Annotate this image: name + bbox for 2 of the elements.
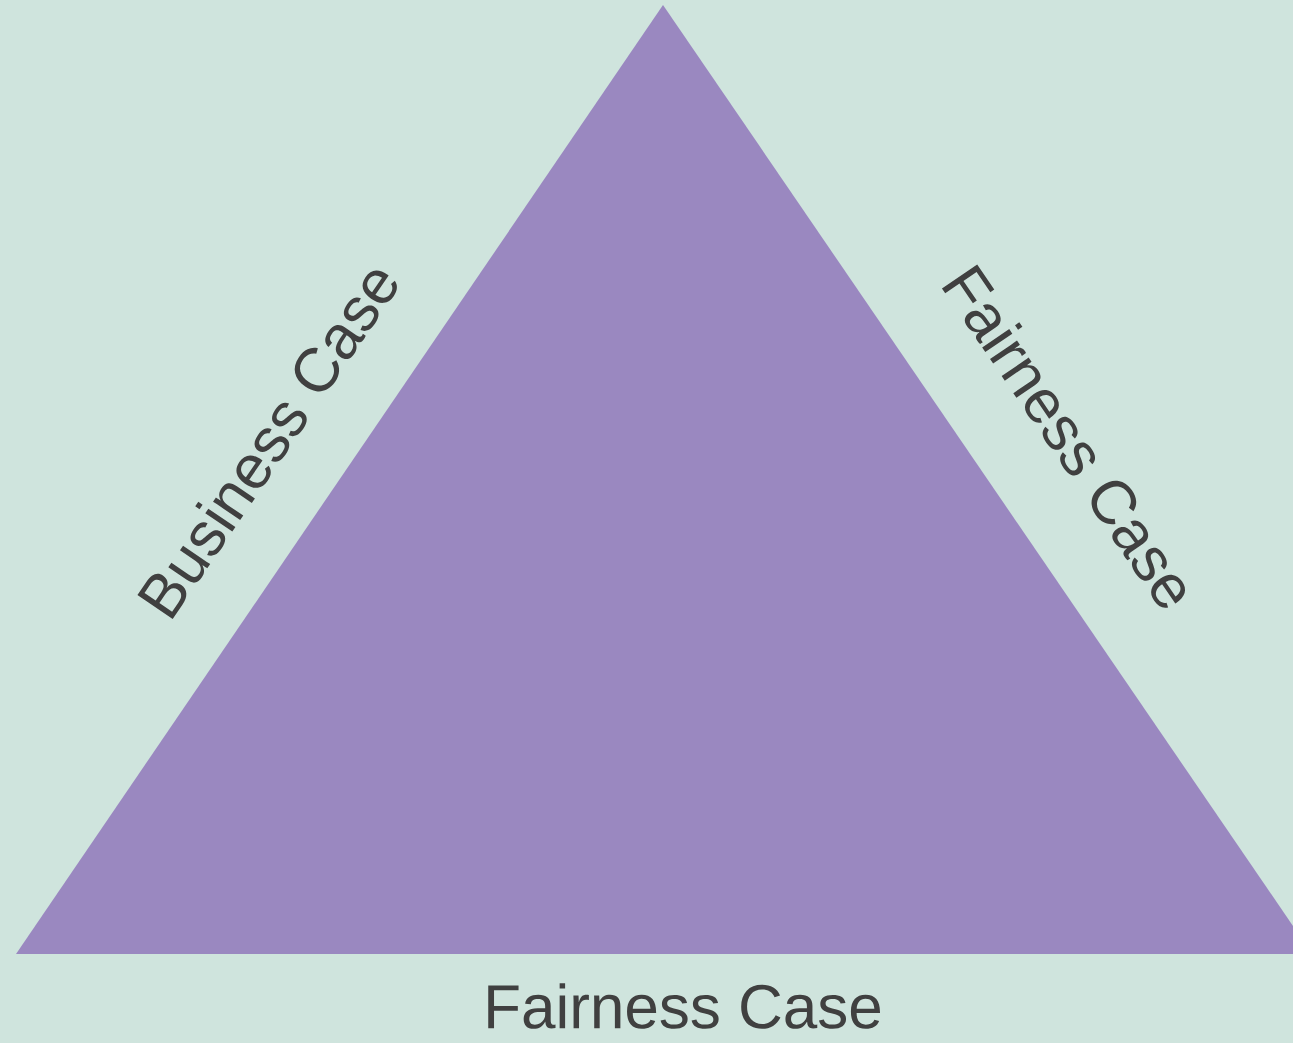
triangle (16, 5, 1293, 954)
side-label: Fairness Case (488, 983, 880, 1029)
